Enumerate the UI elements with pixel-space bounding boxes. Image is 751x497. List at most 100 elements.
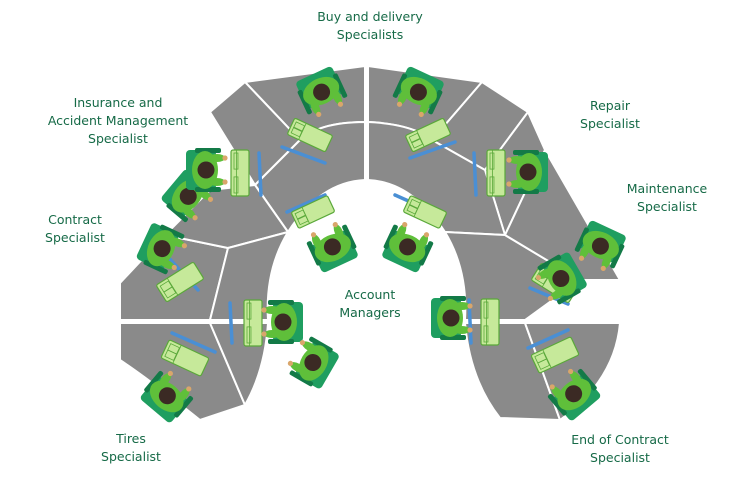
chair-arm xyxy=(166,203,188,223)
head xyxy=(153,240,171,258)
desk-segment-15 xyxy=(464,322,561,421)
hand xyxy=(396,101,403,107)
keyboard-8 xyxy=(230,149,250,197)
hand xyxy=(171,264,177,271)
hand xyxy=(310,232,317,238)
head xyxy=(197,161,215,179)
chair-arm xyxy=(309,336,333,353)
head xyxy=(409,83,427,101)
person-at-desk-icon xyxy=(535,252,587,305)
monitor-5 xyxy=(472,151,478,197)
hand xyxy=(261,307,267,313)
hand xyxy=(316,111,322,117)
keyboard-2 xyxy=(287,118,333,152)
keyboard-22 xyxy=(160,339,210,377)
chair-arm xyxy=(428,89,443,115)
person-at-desk-icon xyxy=(296,66,348,117)
chair-arm xyxy=(418,241,434,266)
chair-arm xyxy=(577,368,597,391)
hand xyxy=(167,370,173,377)
head xyxy=(552,270,570,287)
hand xyxy=(547,295,554,301)
desk-segment-11 xyxy=(444,231,581,321)
hand xyxy=(287,360,294,366)
arm xyxy=(264,330,280,338)
chair-arm xyxy=(174,396,194,418)
hand xyxy=(600,265,606,271)
chair-arm xyxy=(537,254,562,271)
hand xyxy=(418,111,424,117)
keyboard-20 xyxy=(480,298,500,346)
employees xyxy=(136,66,626,423)
arm xyxy=(509,156,525,164)
monitor-15 xyxy=(228,301,234,345)
arm xyxy=(551,386,564,400)
arm xyxy=(601,253,612,269)
arm xyxy=(159,259,175,270)
arm xyxy=(579,243,590,259)
arm xyxy=(454,302,470,310)
arm xyxy=(396,224,407,240)
person-at-desk-icon xyxy=(306,222,358,273)
hand xyxy=(467,327,473,333)
head xyxy=(179,187,197,205)
head xyxy=(158,387,176,405)
hand xyxy=(549,384,555,390)
person-at-desk-icon xyxy=(186,148,228,192)
arm xyxy=(177,388,190,402)
hand xyxy=(535,275,542,281)
arm xyxy=(538,268,553,279)
hand xyxy=(423,232,430,238)
head xyxy=(323,238,341,256)
arm xyxy=(169,237,185,248)
head xyxy=(313,83,331,101)
person-at-desk-icon xyxy=(431,296,473,340)
keyboard-4 xyxy=(405,118,451,152)
keyboard-10 xyxy=(291,195,335,229)
arm xyxy=(311,234,322,250)
chair-arm xyxy=(392,73,408,98)
keyboard-24 xyxy=(530,336,580,374)
arm xyxy=(290,362,305,373)
hand xyxy=(337,101,344,107)
hand xyxy=(402,222,408,228)
chair-arm xyxy=(144,370,164,393)
monitor-21 xyxy=(170,331,217,354)
hand xyxy=(568,368,574,375)
arm xyxy=(182,206,196,219)
hand xyxy=(181,243,187,249)
arm xyxy=(419,99,430,115)
chair-arm xyxy=(143,259,168,275)
hand xyxy=(578,255,585,261)
arm xyxy=(264,306,280,314)
chair-arm xyxy=(159,224,185,239)
person-at-desk-icon xyxy=(140,370,194,423)
hand xyxy=(222,179,228,185)
hand xyxy=(222,155,228,161)
hand xyxy=(332,222,338,228)
hand xyxy=(506,157,512,163)
chair-arm xyxy=(332,73,348,98)
keyboard-14 xyxy=(156,262,204,302)
arm xyxy=(333,224,344,240)
head xyxy=(442,309,460,327)
keyboard-16 xyxy=(243,299,263,347)
head xyxy=(519,163,537,181)
monitor-23 xyxy=(526,328,570,350)
chair-arm xyxy=(289,370,314,387)
arm xyxy=(397,89,408,105)
keyboard-12 xyxy=(403,195,447,229)
person-at-desk-icon xyxy=(382,222,434,273)
chair-arm xyxy=(297,89,312,115)
head xyxy=(274,313,292,331)
person-at-desk-icon xyxy=(261,300,303,344)
arm xyxy=(209,178,225,186)
head xyxy=(304,354,322,371)
